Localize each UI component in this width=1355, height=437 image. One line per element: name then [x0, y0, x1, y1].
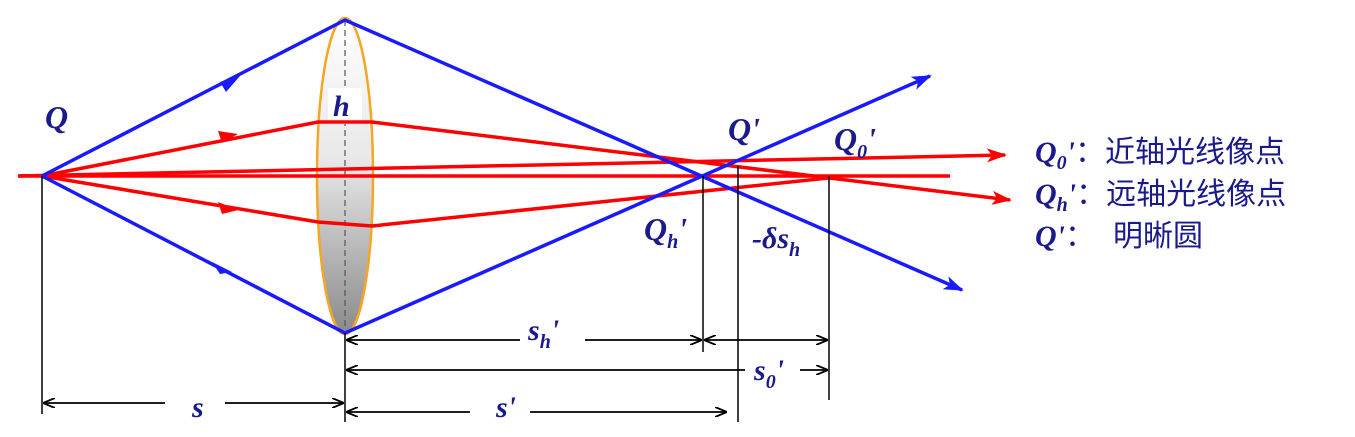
legend: Q0'：近轴光线像点 Qh'：远轴光线像点 Q'：明晰圆: [1035, 135, 1286, 254]
reference-lines: [41, 166, 830, 422]
ray-arrow-lower-red: [218, 202, 238, 214]
ray-arrow-lower-blue: [212, 262, 232, 274]
label-s: s: [191, 391, 204, 424]
optical-axis-ray: [17, 148, 1007, 178]
label-Qh-prime: Qh': [644, 211, 687, 253]
label-h: h: [333, 90, 350, 123]
legend-item-q0: Q0'：近轴光线像点: [1035, 135, 1285, 174]
ray-arrow-upper-red: [218, 131, 238, 143]
paraxial-ray-upper: [41, 120, 1012, 205]
label-sh-prime: sh': [527, 314, 559, 353]
legend-item-q-prime: Q'：明晰圆: [1035, 219, 1203, 254]
dimensions: [44, 340, 827, 412]
label-Q0-prime: Q0': [834, 121, 876, 163]
paraxial-rays: [17, 120, 1012, 228]
label-Q: Q: [45, 99, 68, 135]
label-s0-prime: s0': [753, 354, 784, 393]
ray-arrow-upper-blue: [220, 76, 240, 92]
legend-item-qh: Qh'：远轴光线像点: [1035, 177, 1286, 216]
paraxial-ray-lower: [41, 174, 829, 228]
marginal-ray-lower: [41, 74, 932, 335]
label-s-prime: s': [495, 391, 516, 424]
h-label-bg: [328, 88, 362, 124]
label-delta-sh: -δsh: [752, 222, 800, 261]
marginal-ray-upper: [41, 18, 964, 292]
label-Q-prime: Q': [728, 111, 760, 147]
